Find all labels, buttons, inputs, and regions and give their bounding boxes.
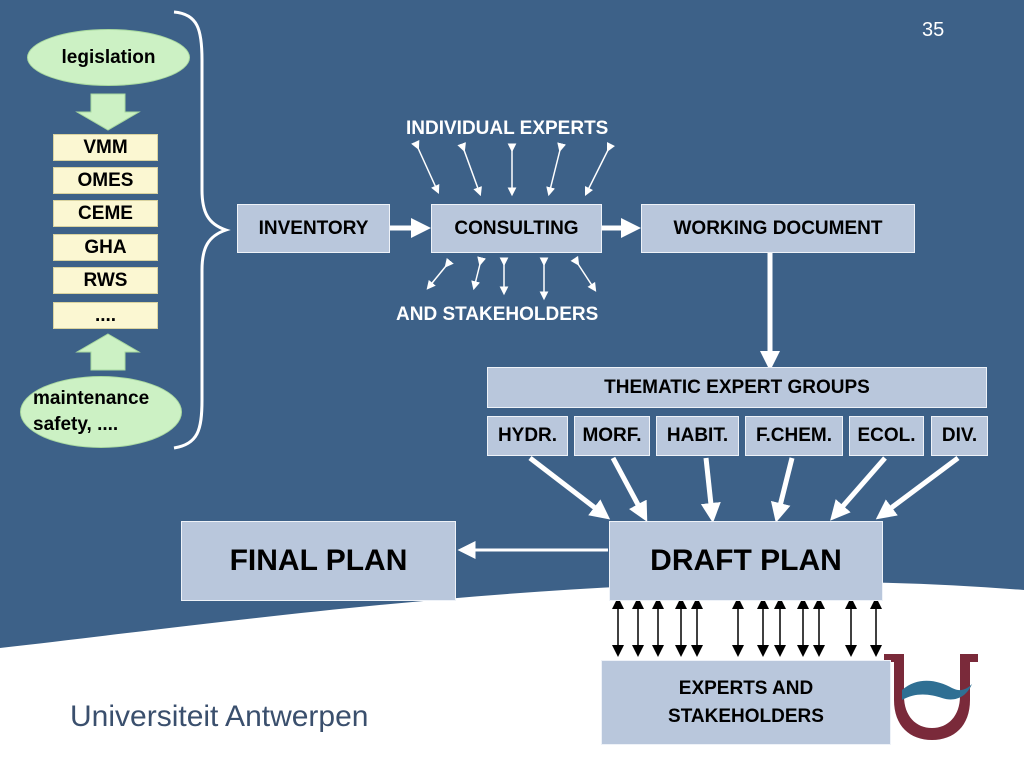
maintenance-oval: maintenance safety, .... [20,376,182,448]
group-label: HABIT. [666,425,729,446]
source-item-label: .... [94,304,117,326]
working-document-label: WORKING DOCUMENT [673,217,883,239]
source-item-label: CEME [78,202,133,224]
expert-arrows-top [411,139,616,197]
final-plan-label: FINAL PLAN [229,544,408,577]
stakeholders-label: STAKEHOLDERS [668,705,824,727]
final-plan-box: FINAL PLAN [181,521,456,601]
source-item-label: RWS [83,269,128,291]
group-label: F.CHEM. [756,425,832,446]
draft-plan-label: DRAFT PLAN [650,544,842,577]
page-number: 35 [922,19,945,41]
group-label: MORF. [582,425,642,446]
down-arrow-green [75,93,141,131]
group-box: DIV. [931,416,988,456]
and-stakeholders-label: AND STAKEHOLDERS [396,304,599,325]
group-label: DIV. [941,425,978,446]
consulting-box: CONSULTING [431,204,602,253]
group-label: HYDR. [497,425,558,446]
source-item-label: VMM [83,136,128,158]
maintenance-label: maintenance [33,388,150,409]
legislation-label: legislation [61,46,156,68]
up-arrow-green [75,333,141,371]
university-name: Universiteit Antwerpen [70,700,369,733]
safety-label: safety, .... [33,414,119,435]
group-box: HYDR. [487,416,568,456]
stakeholder-arrows-bottom [426,255,597,301]
group-box: ECOL. [849,416,924,456]
source-item: VMM [53,134,158,161]
source-item: CEME [53,200,158,227]
thematic-expert-groups-box: THEMATIC EXPERT GROUPS [487,367,987,408]
group-label: ECOL. [857,425,916,446]
source-item-label: OMES [77,169,134,191]
group-box: HABIT. [656,416,739,456]
source-item-label: GHA [84,236,127,258]
draft-plan-box: DRAFT PLAN [609,521,883,601]
inventory-box: INVENTORY [237,204,390,253]
thematic-expert-groups-label: THEMATIC EXPERT GROUPS [604,376,870,398]
source-item: GHA [53,234,158,261]
group-box: MORF. [574,416,650,456]
working-document-box: WORKING DOCUMENT [641,204,915,253]
legislation-oval: legislation [27,29,190,86]
university-logo-icon [884,654,978,740]
inventory-label: INVENTORY [258,217,369,239]
source-item: .... [53,302,158,329]
curly-brace [173,10,231,450]
group-to-draft-arrows [528,455,960,523]
experts-stakeholders-box: EXPERTS AND STAKEHOLDERS [601,660,891,745]
draft-experts-arrows [612,597,882,657]
consulting-label: CONSULTING [454,217,579,239]
source-item: OMES [53,167,158,194]
experts-label: EXPERTS AND [678,677,814,699]
source-item: RWS [53,267,158,294]
individual-experts-label: INDIVIDUAL EXPERTS [406,118,609,139]
group-box: F.CHEM. [745,416,843,456]
